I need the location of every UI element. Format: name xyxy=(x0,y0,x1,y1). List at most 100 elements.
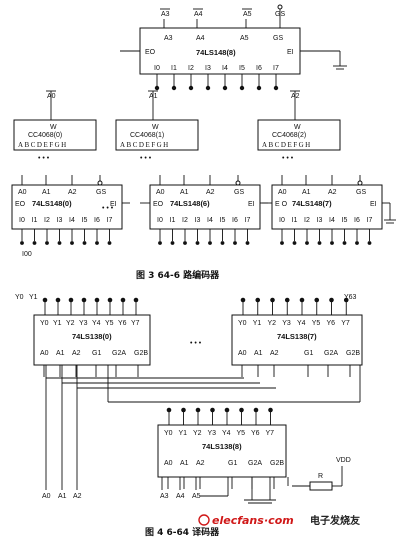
chip-148-in-pin-0-5 xyxy=(82,241,87,245)
chip-148-in-pin-1-1 xyxy=(170,241,175,245)
chip-148-in-pin-1-5 xyxy=(220,241,225,245)
chip-148-eo-2: E O xyxy=(275,201,288,208)
decoder-out-0-5: Y5 xyxy=(105,320,114,327)
decoder-out-pin-0-1 xyxy=(55,297,61,303)
chip-74ls148-8: A3 A4 A5 GS A3 A4 A5 GS EO EI 74LS148(8) xyxy=(120,4,347,91)
chip-148-body-2 xyxy=(271,184,383,230)
decoder-out-1-7: Y7 xyxy=(341,320,350,327)
decoder-out-pin-1-0 xyxy=(240,297,246,303)
decoder-out-0-6: Y6 xyxy=(118,320,127,327)
chip-148-pin-0-3: GS xyxy=(96,189,106,196)
chip-148-in-2-1: I1 xyxy=(292,217,298,224)
chip-148-pin-2-3: GS xyxy=(356,189,366,196)
decoder-out-pin-2-7 xyxy=(268,407,273,413)
chip-148-in-1-1: I1 xyxy=(170,217,176,224)
decoder-in-0-4: G2A xyxy=(112,350,126,357)
gate-dots-2: • • • xyxy=(282,155,294,162)
decoder-out-1-5: Y5 xyxy=(312,320,321,327)
chip-148-in-1-5: I5 xyxy=(220,217,226,224)
y0-corner-label: Y0 xyxy=(15,294,24,301)
decoder-in-0-3: G1 xyxy=(92,350,101,357)
decoder-in-0-5: G2B xyxy=(134,350,148,357)
decoder-out-pin-1-1 xyxy=(255,297,261,303)
chip-148-in-pin-1-6 xyxy=(233,241,237,245)
chip-148-in-2-7: I7 xyxy=(367,217,373,224)
chip-148-pin-1-2: A2 xyxy=(206,189,215,196)
chip8-input-pin-2 xyxy=(188,85,194,91)
decoder-in-0-2: A2 xyxy=(72,350,81,357)
decoder-out-pin-0-6 xyxy=(120,297,126,303)
chip-148-in-0-4: I4 xyxy=(69,217,75,224)
vdd-label: VDD xyxy=(336,457,351,464)
chip-148-body-1 xyxy=(149,184,261,230)
decoder-out-pin-2-5 xyxy=(239,407,244,413)
gs-bubble-2 xyxy=(357,180,363,186)
fig4-ellipsis: • • • xyxy=(190,340,202,347)
gate-name-0: CC4068(0) xyxy=(28,132,62,139)
decoder-body-0 xyxy=(33,314,151,366)
decoder-out-pin-0-5 xyxy=(107,297,113,303)
chip-148-in-pin-0-2 xyxy=(45,241,49,245)
decoder-out-1-0: Y0 xyxy=(238,320,247,327)
chip-148-in-0-3: I3 xyxy=(57,217,63,224)
chip-148-name-2: 74LS148(7) xyxy=(292,199,332,208)
chip-148-pin-1-0: A0 xyxy=(156,189,165,196)
chip-148-pin-2-0: A0 xyxy=(278,189,287,196)
decoder-out-2-4: Y4 xyxy=(222,430,231,437)
chip-148-in-pin-2-6 xyxy=(355,241,359,245)
decoder-out-pin-1-5 xyxy=(314,297,320,303)
chip-148-pin-2-2: A2 xyxy=(328,189,337,196)
decoder-out-0-3: Y3 xyxy=(79,320,88,327)
decoder-out-pin-2-1 xyxy=(181,407,186,413)
bottom-a1: A1 xyxy=(58,493,67,500)
fig3-ellipsis: • • • xyxy=(102,205,114,212)
decoder-in-1-4: G2A xyxy=(324,350,338,357)
chip-148-in-pin-0-4 xyxy=(70,241,74,245)
bottom-a2: A2 xyxy=(73,493,82,500)
chip8-input-4: I4 xyxy=(222,65,228,72)
watermark-cn: 电子发烧友 xyxy=(310,514,360,527)
bottom-a3: A3 xyxy=(160,493,169,500)
chip-148-in-1-4: I4 xyxy=(207,217,213,224)
chip-148-in-pin-0-0 xyxy=(20,241,24,245)
decoder-out-0-7: Y7 xyxy=(131,320,140,327)
decoder-in-1-3: G1 xyxy=(304,350,313,357)
chip-74ls148-8-body xyxy=(139,27,301,75)
decoder-out-2-6: Y6 xyxy=(251,430,260,437)
decoder-name-0: 74LS138(0) xyxy=(72,332,112,341)
decoder-in-0-1: A1 xyxy=(56,350,65,357)
chip8-input-3: I3 xyxy=(205,65,211,72)
chip8-input-pin-3 xyxy=(205,85,211,91)
chip-148-in-0-6: I6 xyxy=(94,217,100,224)
fig3-caption: 图 3 64-6 路编码器 xyxy=(136,269,220,281)
chip-148-in-pin-0-7 xyxy=(107,241,112,245)
gate-w-1: W xyxy=(152,124,159,131)
chip-148-in-pin-2-3 xyxy=(317,241,322,245)
gate-body-2 xyxy=(257,119,341,151)
chip8-input-pin-1 xyxy=(171,85,177,91)
decoder-out-pin-0-7 xyxy=(133,297,139,303)
decoder-in-1-1: A1 xyxy=(254,350,263,357)
chip-148-in-1-3: I3 xyxy=(195,217,201,224)
chip-148-name-0: 74LS148(0) xyxy=(32,199,72,208)
decoder-in-2-5: G2B xyxy=(270,460,284,467)
chip-148-eo-0: EO xyxy=(15,201,26,208)
decoder-out-2-7: Y7 xyxy=(266,430,275,437)
chip8-eo: EO xyxy=(145,49,156,56)
gate-dots-1: • • • xyxy=(140,155,152,162)
decoder-in-0-0: A0 xyxy=(40,350,49,357)
chip-148-in-pin-0-6 xyxy=(95,241,99,245)
chip-148-in-pin-1-2 xyxy=(183,241,187,245)
chip-148-pin-0-0: A0 xyxy=(18,189,27,196)
gate-w-2: W xyxy=(294,124,301,131)
decoder-out-1-4: Y4 xyxy=(297,320,306,327)
gate-dots-0: • • • xyxy=(38,155,50,162)
chip-148-pin-2-1: A1 xyxy=(302,189,311,196)
chip-148-in-0-2: I2 xyxy=(44,217,50,224)
gate-body-1 xyxy=(115,119,199,151)
decoder-out-2-0: Y0 xyxy=(164,430,173,437)
